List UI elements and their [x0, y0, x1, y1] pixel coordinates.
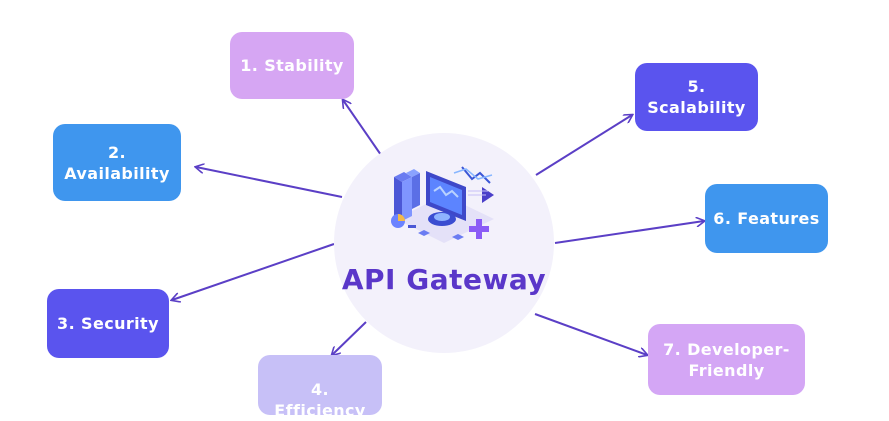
connector-efficiency	[332, 321, 367, 355]
connector-security	[172, 243, 335, 300]
node-availability: 2. Availability	[53, 124, 181, 201]
node-security: 3. Security	[47, 289, 169, 358]
node-features: 6. Features	[705, 184, 828, 253]
api-gateway-illustration-icon	[391, 166, 494, 243]
node-scalability: 5. Scalability	[635, 63, 758, 131]
hub-title: API Gateway	[341, 263, 547, 296]
node-stability: 1. Stability	[230, 32, 354, 99]
connector-features	[554, 221, 704, 244]
connector-availability	[196, 167, 343, 198]
api-gateway-hub: API Gateway	[334, 133, 554, 353]
connector-developer	[534, 313, 647, 355]
connector-stability	[343, 100, 382, 156]
node-efficiency: 4. Efficiency	[258, 355, 382, 420]
node-developer-friendly: 7. Developer- Friendly	[648, 324, 805, 395]
connector-scalability	[535, 115, 632, 176]
connectors	[0, 0, 889, 400]
